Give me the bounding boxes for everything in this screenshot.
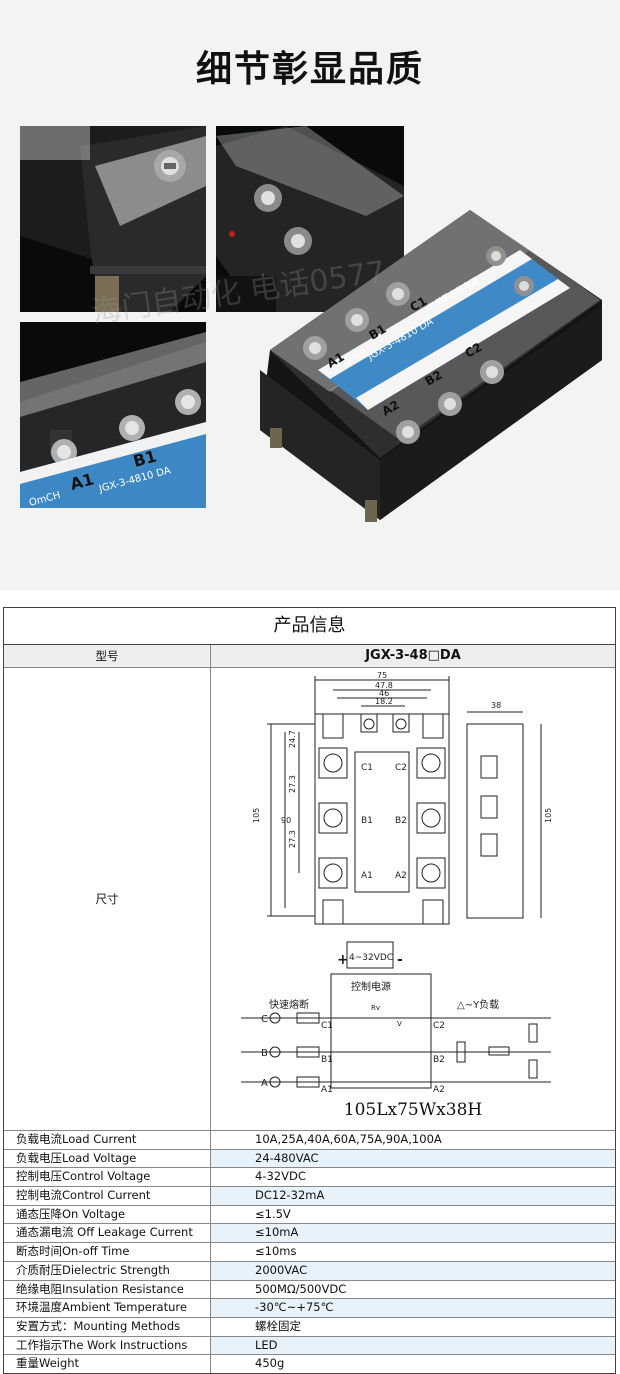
svg-text:38: 38: [491, 701, 501, 710]
spec-value: 24-480VAC: [211, 1149, 615, 1168]
model-value: JGX-3-48□DA: [365, 648, 461, 663]
svg-text:A2: A2: [395, 871, 407, 881]
spec-value: DC12-32mA: [211, 1187, 615, 1205]
svg-text:90: 90: [281, 816, 291, 825]
svg-text:C2: C2: [433, 1021, 445, 1031]
svg-text:C1: C1: [321, 1021, 333, 1031]
svg-text:A1: A1: [321, 1085, 333, 1095]
svg-text:B2: B2: [433, 1055, 445, 1065]
spec-label: 环境温度Ambient Temperature: [4, 1299, 211, 1317]
svg-text:75: 75: [377, 671, 387, 680]
svg-text:18.2: 18.2: [375, 697, 393, 706]
svg-text:B: B: [261, 1048, 268, 1059]
spec-row: 环境温度Ambient Temperature-30℃~+75℃: [4, 1299, 615, 1318]
detail-photo-led: [216, 126, 404, 312]
spec-label: 断态时间On-off Time: [4, 1243, 211, 1261]
svg-text:47.8: 47.8: [375, 681, 393, 690]
spec-label: 工作指示The Work Instructions: [4, 1336, 211, 1355]
spec-value: 2000VAC: [211, 1261, 615, 1280]
product-info-table: 产品信息 型号 JGX-3-48□DA 尺寸: [3, 607, 616, 1374]
svg-text:A1: A1: [361, 871, 373, 881]
svg-text:C: C: [261, 1014, 268, 1025]
spec-row: 通态压降On Voltage≤1.5V: [4, 1205, 615, 1225]
svg-text:Rv: Rv: [371, 1004, 380, 1012]
svg-text:C2: C2: [395, 763, 407, 773]
svg-text:△~Y负载: △~Y负载: [457, 998, 499, 1011]
svg-text:V: V: [397, 1020, 402, 1028]
spec-row: 通态漏电流 Off Leakage Current≤10mA: [4, 1224, 615, 1244]
svg-text:快速熔断: 快速熔断: [269, 998, 309, 1011]
svg-text:4~32VDC: 4~32VDC: [349, 953, 393, 963]
svg-text:105: 105: [252, 808, 261, 823]
spec-value: ≤10ms: [211, 1243, 615, 1261]
spec-label: 负载电流Load Current: [4, 1131, 211, 1149]
model-row: 型号 JGX-3-48□DA: [4, 645, 615, 668]
svg-text:24.7: 24.7: [288, 730, 297, 748]
headline: 细节彰显品质: [195, 49, 424, 90]
svg-text:46: 46: [379, 689, 389, 698]
svg-text:A: A: [261, 1078, 268, 1089]
spec-label: 介质耐压Dielectric Strength: [4, 1261, 211, 1280]
svg-text:A2: A2: [433, 1085, 445, 1095]
dimension-row: 尺寸: [4, 668, 615, 1131]
size-caption: 105Lx75Wx38H: [343, 1100, 483, 1120]
spec-label: 控制电流Control Current: [4, 1187, 211, 1205]
spec-value: 螺栓固定: [211, 1317, 615, 1336]
spec-label: 负载电压Load Voltage: [4, 1149, 211, 1168]
svg-text:B1: B1: [361, 816, 373, 826]
spec-label: 通态压降On Voltage: [4, 1205, 211, 1224]
dimension-drawing: 75 47.8 46 18.2 105 90 24.7 27.3 27.3 38…: [241, 671, 553, 1095]
spec-value: 10A,25A,40A,60A,75A,90A,100A: [211, 1131, 615, 1149]
model-label: 型号: [4, 645, 211, 667]
size-label: 尺寸: [4, 668, 211, 1130]
spec-label: 安置方式：Mounting Methods: [4, 1317, 211, 1336]
svg-text:105: 105: [544, 808, 553, 823]
product-photo-relay: JGX-3-4810 DA OmCH 三相固态继电器 A1 B1 C1 A2 B…: [240, 200, 602, 530]
spec-value: -30℃~+75℃: [211, 1299, 615, 1317]
svg-text:B2: B2: [395, 816, 407, 826]
spec-value: LED: [211, 1336, 615, 1355]
dimension-drawing-cell: 75 47.8 46 18.2 105 90 24.7 27.3 27.3 38…: [211, 668, 615, 1130]
spec-value: 450g: [211, 1355, 615, 1373]
spec-value: 500MΩ/500VDC: [211, 1280, 615, 1299]
svg-text:27.3: 27.3: [288, 830, 297, 848]
spec-value: ≤10mA: [211, 1224, 615, 1243]
table-title: 产品信息: [4, 608, 615, 645]
svg-text:-: -: [397, 952, 403, 968]
spec-label: 绝缘电阻Insulation Resistance: [4, 1280, 211, 1299]
spec-label: 通态漏电流 Off Leakage Current: [4, 1224, 211, 1243]
svg-text:+: +: [337, 952, 349, 968]
product-showcase: 细节彰显品质 A: [0, 0, 620, 590]
detail-photo-terminal-labels: A1 B1 OmCH JGX-3-4810 DA: [20, 322, 206, 508]
spec-label: 重量Weight: [4, 1355, 211, 1373]
spec-row: 断态时间On-off Time≤10ms: [4, 1243, 615, 1262]
spec-value: 4-32VDC: [211, 1168, 615, 1187]
svg-text:B1: B1: [321, 1055, 333, 1065]
svg-text:C1: C1: [361, 763, 373, 773]
svg-text:控制电源: 控制电源: [351, 980, 391, 993]
spec-value: ≤1.5V: [211, 1205, 615, 1224]
spec-label: 控制电压Control Voltage: [4, 1168, 211, 1187]
svg-text:27.3: 27.3: [288, 775, 297, 793]
detail-photo-terminal-top: [20, 126, 206, 312]
